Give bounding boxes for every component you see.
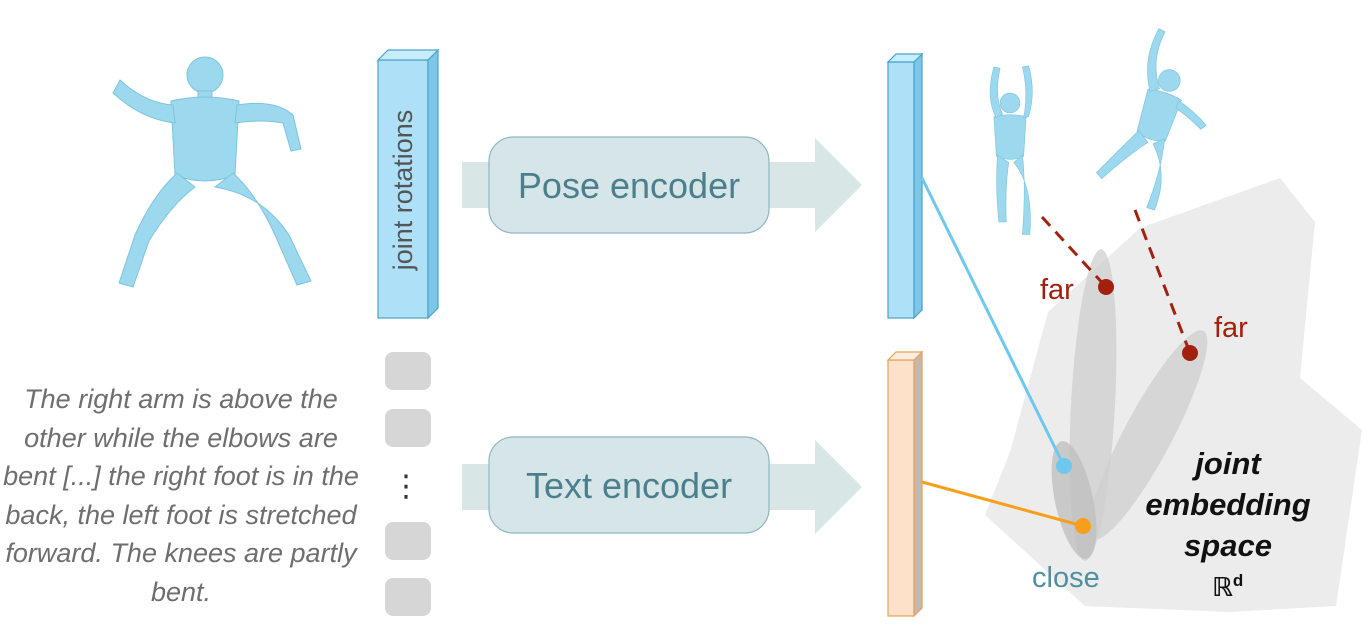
embedding-title-line-3: space <box>1184 528 1272 563</box>
pose-description-caption: The right arm is above the other while t… <box>3 384 359 607</box>
pose-figure-1 <box>989 65 1033 235</box>
far-link-1 <box>1040 215 1108 289</box>
input-pose-figure <box>112 56 312 288</box>
pose-embedding-vector <box>886 52 924 320</box>
pose-encoder-box <box>488 136 770 234</box>
far-point-1 <box>1098 279 1114 295</box>
pose-figure-2 <box>1096 28 1207 211</box>
far-link-2 <box>1133 209 1192 354</box>
pose-embedding-point <box>1056 458 1072 474</box>
word-token <box>385 352 431 390</box>
token-ellipsis: ⋮ <box>391 470 421 503</box>
pose-projection-line <box>920 177 1066 467</box>
embedding-space-title: joint embedding space <box>1145 446 1310 563</box>
mannequin-icon <box>112 28 1207 288</box>
far-point-2 <box>1182 345 1198 361</box>
text-embedding-vector <box>886 350 924 618</box>
text-encoder-box <box>488 436 770 534</box>
real-symbol: ℝ <box>1212 572 1233 602</box>
word-token-stack: ⋮ <box>385 352 431 616</box>
text-embedding-point <box>1075 518 1091 534</box>
embedding-title-line-2: embedding <box>1145 487 1310 522</box>
embedding-title-line-1: joint <box>1191 446 1262 481</box>
joint-rotations-label: joint rotations <box>388 110 418 272</box>
dimension-superscript: d <box>1233 571 1243 590</box>
word-token <box>385 522 431 560</box>
close-label: close <box>1032 562 1100 594</box>
far-pair-ellipse-2 <box>1088 330 1208 540</box>
word-token <box>385 578 431 616</box>
word-token <box>385 409 431 447</box>
pose-encoder-label: Pose encoder <box>518 165 740 206</box>
far-label-1: far <box>1040 274 1074 306</box>
text-encoder-label: Text encoder <box>526 465 732 506</box>
far-label-2: far <box>1214 312 1248 344</box>
text-projection-line <box>921 480 1084 528</box>
embedding-dim-symbol: ℝd <box>1212 571 1243 602</box>
joint-rotations-vector: joint rotations <box>376 48 440 320</box>
